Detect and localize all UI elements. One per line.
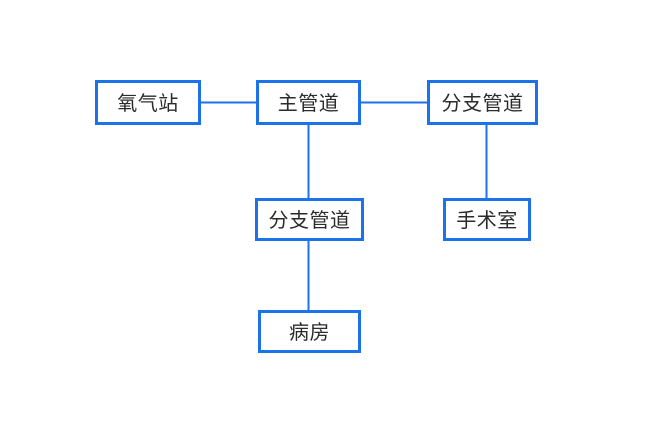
- node-branch-pipeline-right[interactable]: 分支管道: [427, 80, 538, 125]
- node-label-operating-room: 手术室: [456, 207, 518, 232]
- node-label-main-pipeline: 主管道: [277, 90, 340, 115]
- node-oxygen-station[interactable]: 氧气站: [95, 80, 201, 125]
- node-label-branch-pipeline-right: 分支管道: [441, 90, 524, 115]
- node-main-pipeline[interactable]: 主管道: [256, 80, 361, 125]
- node-label-oxygen-station: 氧气站: [117, 90, 179, 115]
- node-ward[interactable]: 病房: [258, 310, 361, 353]
- node-operating-room[interactable]: 手术室: [443, 198, 531, 241]
- node-label-branch-pipeline-middle: 分支管道: [268, 207, 351, 232]
- node-branch-pipeline-middle[interactable]: 分支管道: [255, 198, 364, 241]
- node-label-ward: 病房: [289, 319, 330, 344]
